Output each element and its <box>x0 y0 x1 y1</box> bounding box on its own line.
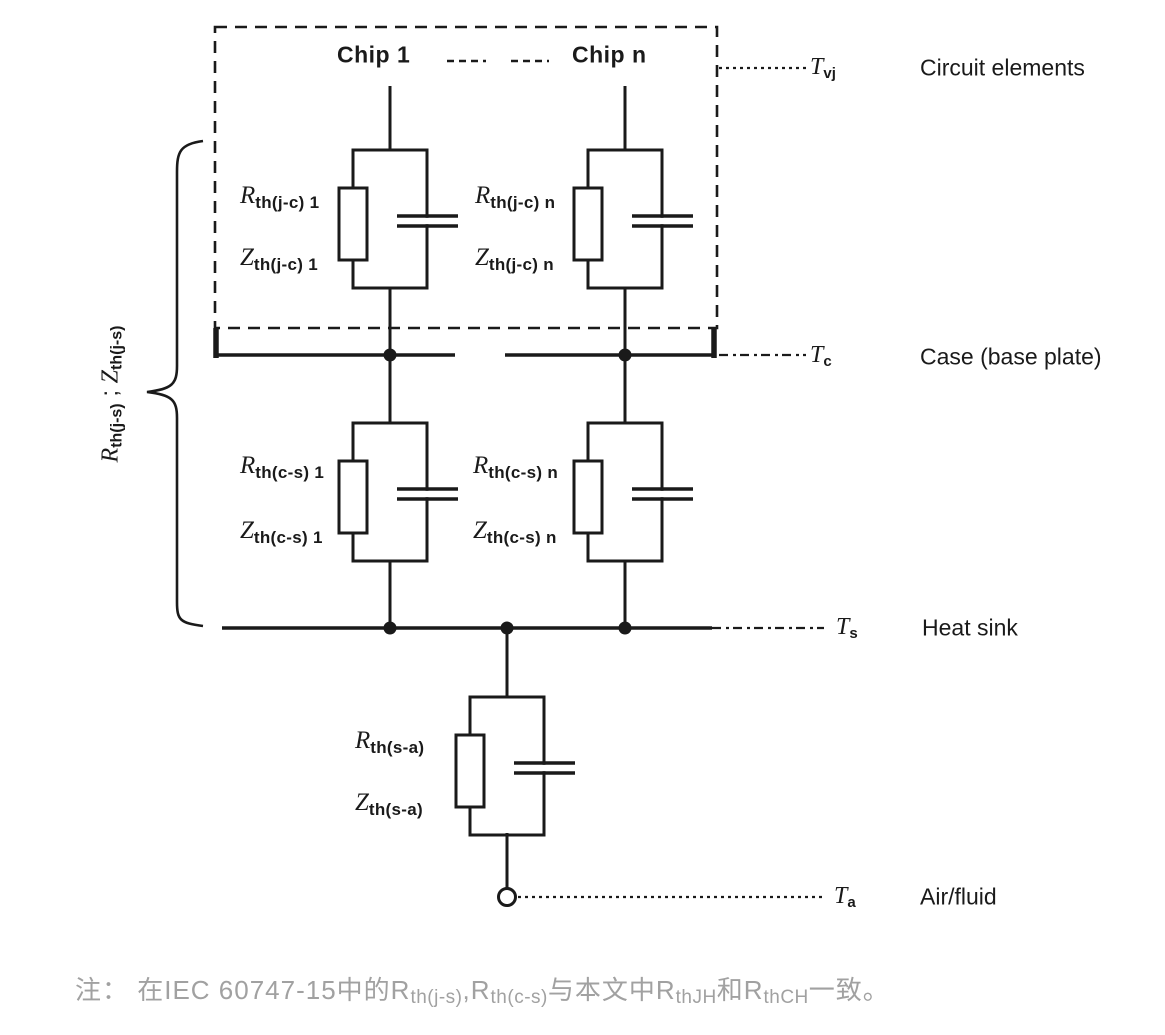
level-label-circuit-elements: Circuit elements <box>920 54 1085 81</box>
rc-network-jc-chipn <box>572 148 695 290</box>
sink-node-chipn <box>618 621 632 635</box>
note-text: 注： 在IEC 60747-15中的Rth(j-s),Rth(c-s)与本文中R… <box>75 974 890 1009</box>
tc-label: Tc <box>810 341 832 371</box>
level-label-air-fluid: Air/fluid <box>920 883 997 910</box>
sink-node-chip1 <box>383 621 397 635</box>
z-th-jc-n-label: Zth(j-c) n <box>475 244 554 274</box>
rc-network-cs-chip1 <box>337 421 460 563</box>
ambient-terminal-circle <box>497 887 517 907</box>
z-th-cs-1-label: Zth(c-s) 1 <box>240 517 323 547</box>
rc-network-sa <box>454 695 577 837</box>
rc-network-jc-chip1 <box>337 148 460 290</box>
z-th-cs-n-label: Zth(c-s) n <box>473 517 557 547</box>
r-th-cs-1-label: Rth(c-s) 1 <box>240 452 325 482</box>
r-th-jc-1-label: Rth(j-c) 1 <box>240 182 320 212</box>
z-th-sa-label: Zth(s-a) <box>355 789 423 819</box>
ta-label: Ta <box>834 882 856 912</box>
tvj-label: Tvj <box>810 53 836 83</box>
chip-1-label: Chip 1 <box>337 41 411 68</box>
ts-label: Ts <box>836 613 858 643</box>
level-label-heat-sink: Heat sink <box>922 614 1018 641</box>
level-label-case: Case (base plate) <box>920 343 1102 370</box>
heat-sink-level <box>222 621 824 635</box>
case-level <box>213 328 806 362</box>
r-th-cs-n-label: Rth(c-s) n <box>473 452 559 482</box>
rc-network-cs-chipn <box>572 421 695 563</box>
r-th-sa-label: Rth(s-a) <box>355 727 425 757</box>
junction-to-sink-brace <box>146 139 204 628</box>
r-th-jc-n-label: Rth(j-c) n <box>475 182 556 212</box>
case-node-chip1 <box>383 348 397 362</box>
case-node-chipn <box>618 348 632 362</box>
chip-n-label: Chip n <box>572 41 647 68</box>
r-z-th-js-brace-label: Rth(j-s) ; Zth(j-s) <box>96 325 126 463</box>
sink-node-center <box>500 621 514 635</box>
circuit-elements-dashed-box <box>213 25 719 330</box>
z-th-jc-1-label: Zth(j-c) 1 <box>240 244 318 274</box>
ambient-level <box>497 887 824 907</box>
